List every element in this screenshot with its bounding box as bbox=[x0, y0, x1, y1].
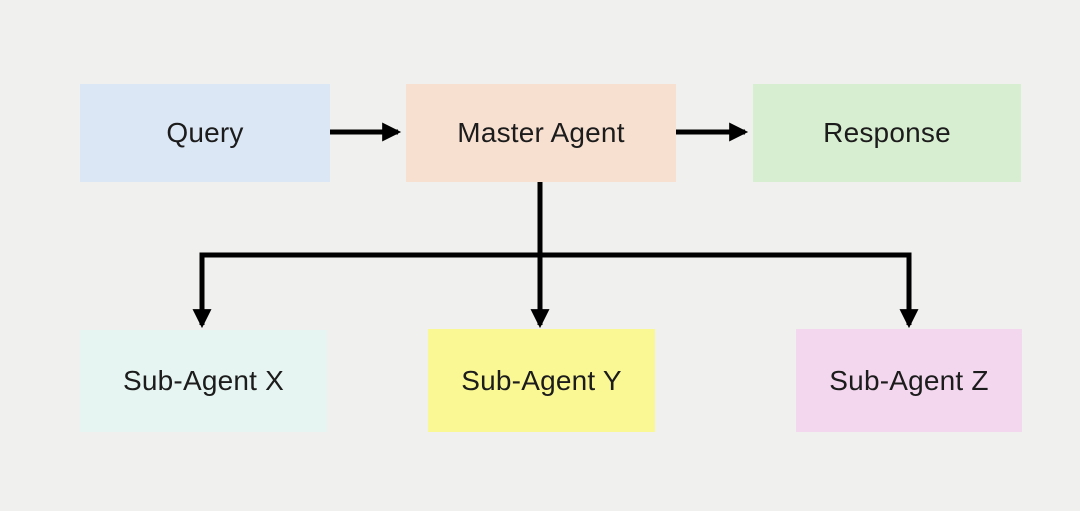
node-response: Response bbox=[753, 84, 1021, 182]
node-sub-agent-z: Sub-Agent Z bbox=[796, 329, 1022, 432]
node-response-label: Response bbox=[823, 117, 951, 148]
node-sub-agent-y-label: Sub-Agent Y bbox=[461, 364, 622, 396]
node-query: Query bbox=[80, 84, 330, 182]
node-sub-agent-y: Sub-Agent Y bbox=[428, 329, 655, 432]
node-sub-agent-z-label: Sub-Agent Z bbox=[829, 364, 989, 396]
node-query-label: Query bbox=[166, 117, 244, 148]
node-master-agent: Master Agent bbox=[406, 84, 676, 182]
node-master-agent-label: Master Agent bbox=[457, 117, 625, 148]
node-sub-agent-x: Sub-Agent X bbox=[80, 330, 327, 432]
node-sub-agent-x-label: Sub-Agent X bbox=[123, 365, 284, 396]
